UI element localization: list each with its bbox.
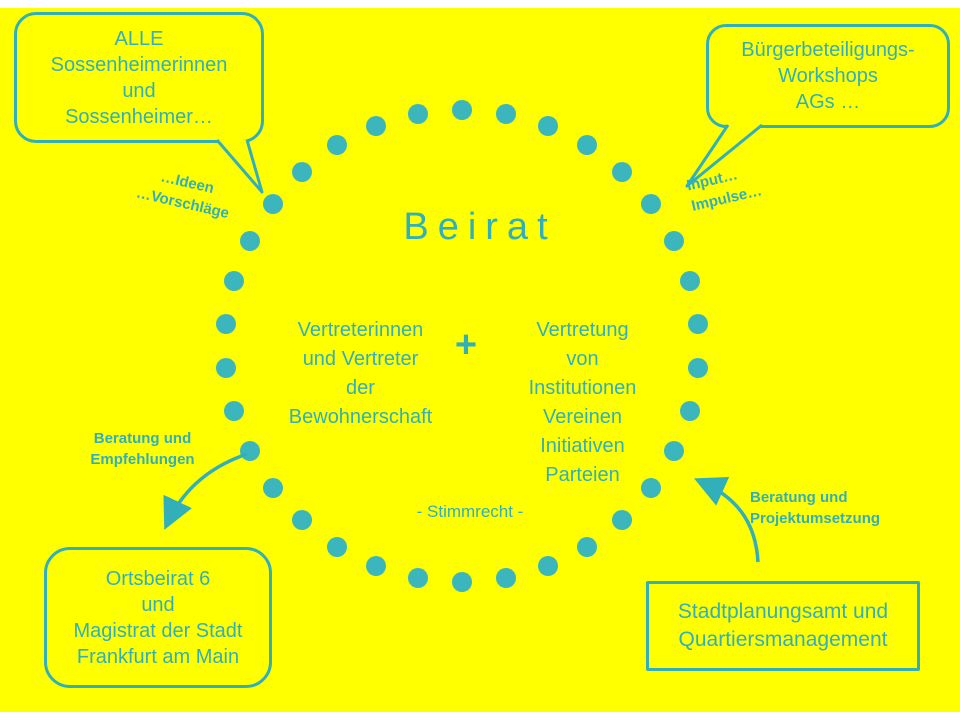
circle-dot [641, 478, 662, 499]
circle-dot [292, 161, 313, 182]
circle-dot [576, 135, 597, 156]
callout-workshops-text: Bürgerbeteiligungs- Workshops AGs … [741, 39, 915, 113]
plus-sign: + [454, 324, 478, 366]
circle-dot [452, 572, 472, 592]
circle-dot [216, 357, 236, 378]
circle-dot [679, 271, 700, 292]
curved-arrow-left-icon [163, 452, 248, 530]
circle-dot [611, 510, 632, 531]
circle-dot [679, 400, 700, 421]
callout-city-council: Ortsbeirat 6 und Magistrat der Stadt Fra… [44, 547, 272, 688]
circle-dot [664, 441, 685, 462]
circle-dot [327, 135, 348, 156]
callout-residents: ALLE Sossenheimerinnen und Sossenheimer… [14, 12, 264, 143]
circle-dot [224, 271, 245, 292]
circle-dot [327, 536, 348, 557]
callout-residents-text: ALLE Sossenheimerinnen und Sossenheimer… [50, 27, 228, 128]
circle-dot [239, 230, 260, 251]
circle-dot [576, 536, 597, 557]
speech-tail-left-icon [215, 139, 264, 194]
circle-dot [366, 115, 387, 136]
circle-dot [664, 230, 685, 251]
flow-label-advice-left: Beratung und Empfehlungen [90, 430, 195, 468]
circle-dot [262, 478, 283, 499]
circle-dot [408, 104, 429, 125]
members-right-text: Vertretung von Institutionen Vereinen In… [528, 319, 637, 486]
members-left-text: Vertreterinnen und Vertreter der Bewohne… [288, 319, 433, 428]
circle-dot [611, 161, 632, 182]
circle-dot [216, 314, 236, 335]
callout-planning-office-text: Stadtplanungsamt und Quartiersmanagement [677, 599, 889, 651]
circle-dot [262, 193, 283, 214]
curved-arrow-right-icon [694, 476, 760, 563]
circle-dot [537, 115, 558, 136]
circle-dot [641, 193, 662, 214]
circle-dot [537, 556, 558, 577]
circle-dot [495, 567, 516, 588]
circle-dot [366, 556, 387, 577]
circle-dot [687, 357, 708, 378]
circle-dot [408, 567, 429, 588]
circle-dot [495, 104, 516, 125]
callout-planning-office: Stadtplanungsamt und Quartiersmanagement [646, 581, 920, 671]
flow-label-advice-right: Beratung und Projektumsetzung [750, 489, 881, 527]
callout-city-council-text: Ortsbeirat 6 und Magistrat der Stadt Fra… [73, 567, 243, 668]
circle-dot [687, 314, 708, 335]
circle-dot [292, 510, 313, 531]
callout-workshops: Bürgerbeteiligungs- Workshops AGs … [706, 24, 950, 128]
voting-note: - Stimmrecht - [416, 502, 524, 521]
circle-dot [452, 100, 472, 120]
circle-dot [224, 400, 245, 421]
circle-title: Beirat [403, 206, 557, 248]
speech-tail-right-icon [685, 123, 763, 188]
